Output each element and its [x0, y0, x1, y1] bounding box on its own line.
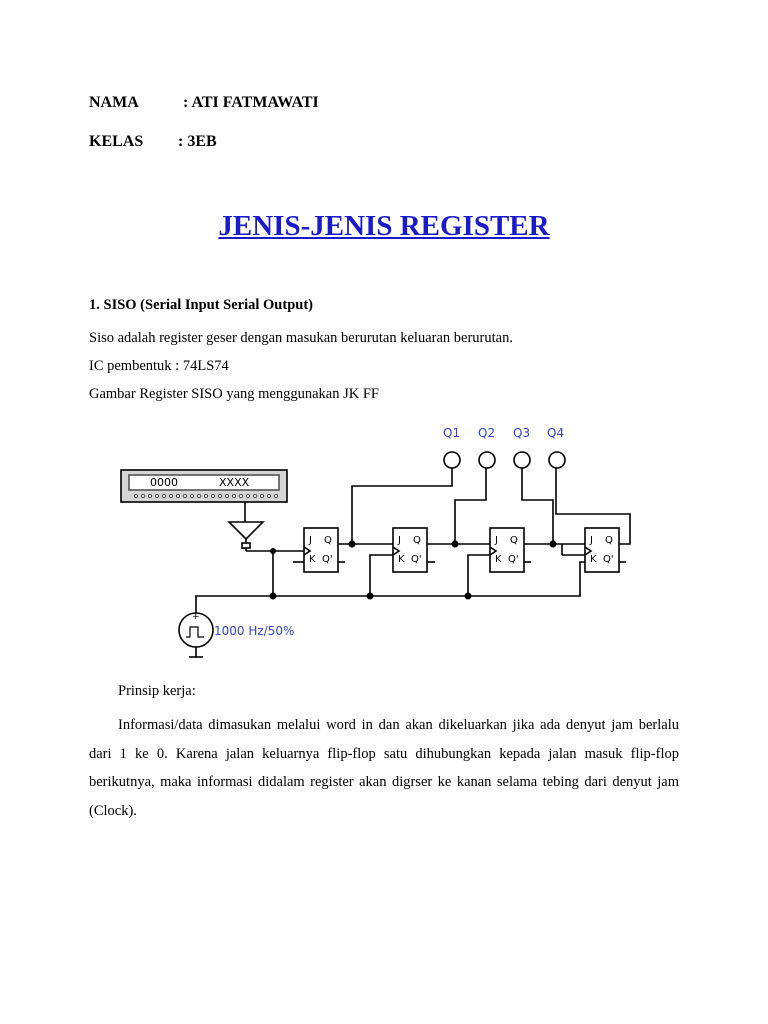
ff4-j-label: J — [590, 535, 593, 546]
ff1-k-label: K — [309, 554, 316, 565]
nama-value: : ATI FATMAWATI — [183, 94, 319, 111]
output-label-q4: Q4 — [547, 426, 565, 440]
ff1-qn-label: Q' — [322, 554, 333, 565]
ff2-q-label: Q — [413, 535, 421, 546]
ff2-qn-label: Q' — [411, 554, 422, 565]
clock-plus-label: + — [192, 612, 200, 622]
nama-label: NAMA — [89, 94, 139, 111]
clock-frequency-label: 1000 Hz/50% — [214, 624, 295, 638]
section-line-2: IC pembentuk : 74LS74 — [89, 358, 229, 374]
output-label-q2: Q2 — [478, 426, 496, 440]
principle-paragraph: Informasi/data dimasukan melalui word in… — [89, 717, 679, 819]
section-line-3: Gambar Register SISO yang menggunakan JK… — [89, 386, 379, 402]
ff2-j-label: J — [398, 535, 401, 546]
ff1-j-label: J — [309, 535, 312, 546]
siso-circuit-diagram — [120, 451, 631, 658]
ff1-q-label: Q — [324, 535, 332, 546]
section-line-1: Siso adalah register geser dengan masuka… — [89, 330, 513, 346]
word-gen-right-value: XXXX — [219, 476, 250, 489]
output-label-q1: Q1 — [443, 426, 461, 440]
ff3-j-label: J — [495, 535, 498, 546]
ff3-q-label: Q — [510, 535, 518, 546]
ff2-k-label: K — [398, 554, 405, 565]
section-heading: 1. SISO (Serial Input Serial Output) — [89, 297, 313, 313]
principle-heading: Prinsip kerja: — [118, 683, 196, 699]
kelas-label: KELAS — [89, 133, 144, 150]
ff3-k-label: K — [495, 554, 502, 565]
page-title: JENIS-JENIS REGISTER — [218, 210, 550, 242]
kelas-value: : 3EB — [178, 133, 217, 150]
output-label-q3: Q3 — [513, 426, 531, 440]
word-gen-left-value: 0000 — [150, 476, 178, 489]
ff4-q-label: Q — [605, 535, 613, 546]
ff3-qn-label: Q' — [508, 554, 519, 565]
ff4-k-label: K — [590, 554, 597, 565]
ff4-qn-label: Q' — [603, 554, 614, 565]
